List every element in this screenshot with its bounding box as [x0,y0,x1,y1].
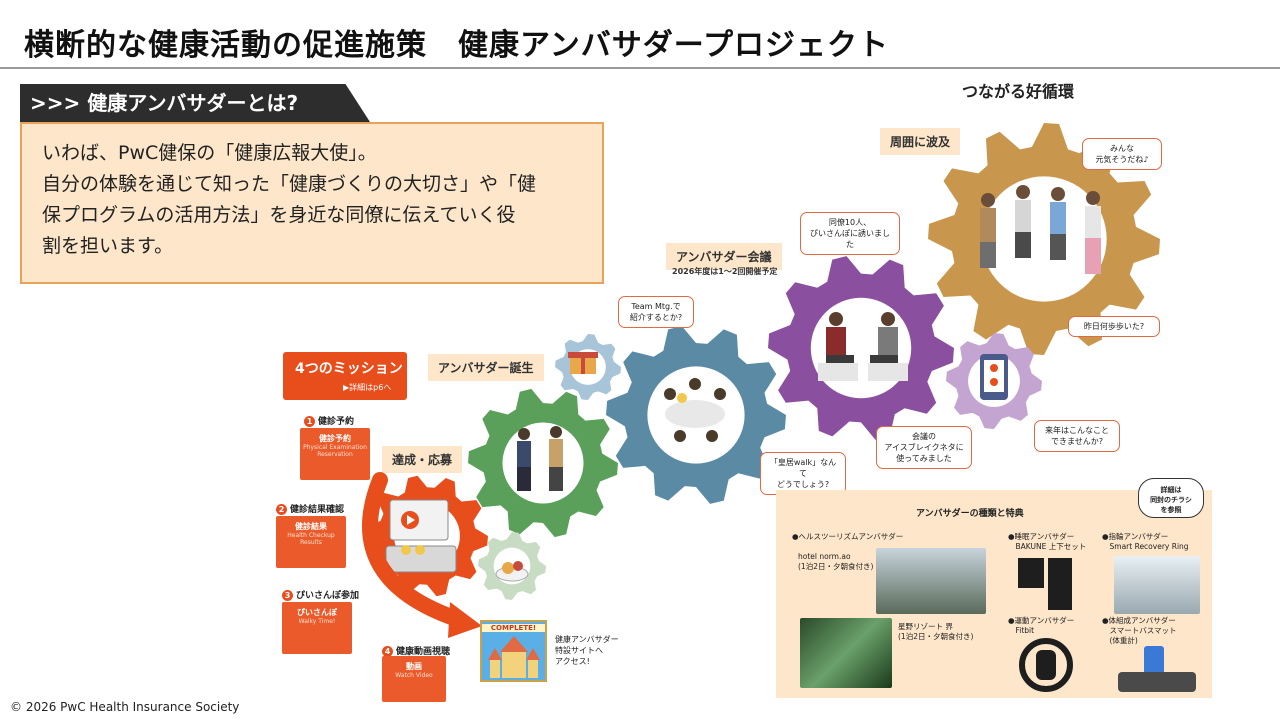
type-healthtourism: ●ヘルスツーリズムアンバサダー [792,532,904,541]
cheering-people-illustration [980,185,1101,274]
bubble-colleagues: 同僚10人、 ぴいさんぽに誘いました [800,212,900,255]
what-is-line-2: 自分の体験を通じて知った「健康づくりの大切さ」や「健 [42,173,537,195]
chevrons-icon: >>> [30,91,81,115]
mission-3-card-sub: Walky Time! [298,618,336,625]
mission-1-number: 1 [304,416,315,427]
mission-3-number: 3 [282,590,293,601]
type-ring: ●指輪アンバサダー Smart Recovery Ring [1102,532,1189,551]
what-is-box: いわば、PwC健保の「健康広報大使」。 自分の体験を通じて知った「健康づくりの大… [20,122,604,284]
mission-2-card-sub: Health Checkup Results [287,532,335,546]
video-laptop-illustration [385,499,457,573]
mission-4-card-title: 動画 [406,662,422,671]
ambassador-types-panel: アンバサダーの種類と特典 ●ヘルスツーリズムアンバサダー hotel norm.… [776,490,1212,698]
what-is-line-3: 保プログラムの活用方法」を身近な同僚に伝えていく役 [42,204,516,226]
castle-icon [488,636,540,678]
mission-1-card-title: 健診予約 [319,434,351,443]
missions-banner: 4つのミッション ▶詳細はp6へ [283,352,407,400]
bubble-team-mtg: Team Mtg.で 紹介するとか? [618,296,694,328]
mission-4-card: 動画 Watch Video [382,656,446,702]
celebrating-people-illustration [517,426,563,491]
what-is-heading: 健康アンバサダーとは? [87,91,299,115]
page-title: 横断的な健康活動の促進施策 健康アンバサダープロジェクト [24,28,889,63]
type-body: ●体組成アンバサダー スマートバスマット (体重計) [1102,616,1177,645]
mission-2-card-title: 健診結果 [295,522,327,531]
stage-birth-label: アンバサダー誕生 [428,354,544,381]
mission-4-card-sub: Watch Video [395,672,433,679]
ring-photo [1114,556,1200,614]
fitbit-icon [1019,638,1073,692]
bubble-icebreak: 会議の アイスブレイクネタに 使ってみました [876,426,972,469]
missions-title: 4つのミッション [295,361,403,377]
stage-spread-label: 周囲に波及 [880,128,961,155]
type-sleep: ●睡眠アンバサダー BAKUNE 上下セット [1008,532,1087,551]
food-icon [495,561,529,582]
mission-2-number: 2 [276,504,287,515]
type-hotel: hotel norm.ao (1泊2日・夕朝食付き) [798,552,874,571]
bubble-walk: 「皇居walk」なんて どうでしょう? [760,452,846,495]
progress-arrow-icon [362,472,482,638]
what-is-line-1: いわば、PwC健保の「健康広報大使」。 [42,142,377,164]
missions-detail-link[interactable]: ▶詳細はp6へ [343,383,392,392]
bubble-next-year: 来年はこんなこと できませんか? [1034,420,1120,452]
complete-note: 健康アンバサダー 特設サイトへ アクセス! [555,635,619,666]
mission-1-card-sub: Physical Examination Reservation [303,444,367,458]
stage-meeting-label: アンバサダー会議 [666,243,782,270]
flyer-note: 詳細は 同封のチラシ を参照 [1138,478,1204,518]
sleepwear-icon [1018,558,1072,610]
mission-4-number: 4 [382,646,393,657]
meeting-people-illustration [818,312,908,381]
bathmat-scale-icon [1118,646,1196,692]
mission-2-card: 健診結果 Health Checkup Results [276,516,346,568]
smartphone-icon [980,354,1008,400]
what-is-banner: >>> 健康アンバサダーとは? [20,84,370,122]
gift-box-icon [568,352,598,374]
title-divider [0,67,1280,69]
stage-achieve-label: 達成・応募 [382,446,463,473]
team-meeting-illustration [664,378,726,442]
what-is-line-4: 割を担います。 [42,235,174,257]
ambassador-types-title: アンバサダーの種類と特典 [916,509,1024,519]
mission-3-card: ぴいさんぽ Walky Time! [282,602,352,654]
type-hoshino: 星野リゾート 界 (1泊2日・夕朝食付き) [898,622,974,641]
mission-3-card-title: ぴいさんぽ [297,608,337,617]
type-exercise: ●運動アンバサダー Fitbit [1008,616,1075,635]
loop-label: つながる好循環 [962,82,1075,101]
gear-spread-icon [928,123,1160,355]
stage-meeting-sub: 2026年度は1〜2回開催予定 [672,267,778,276]
bubble-everyone: みんな 元気そうだね♪ [1082,138,1162,170]
hotel-photo [876,548,986,614]
mission-1-card: 健診予約 Physical Examination Reservation [300,428,370,480]
hoshino-photo [800,618,892,688]
complete-castle-card: COMPLETE! [480,620,547,682]
bubble-yesterday: 昨日何歩歩いた? [1068,316,1160,337]
copyright: © 2026 PwC Health Insurance Society [10,700,240,714]
complete-label: COMPLETE! [482,624,545,632]
